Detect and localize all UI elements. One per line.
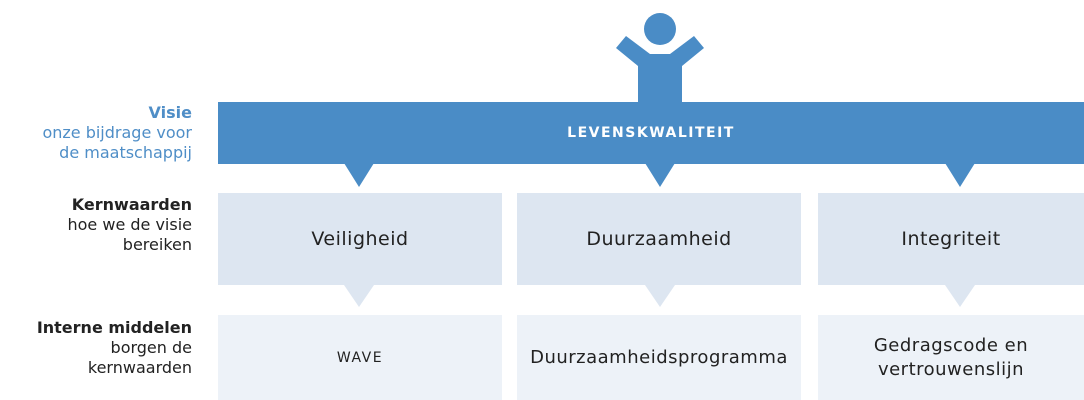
middelen-label: Interne middelen borgen de kernwaarden bbox=[37, 318, 192, 378]
arrow-to-duurzaamheid bbox=[645, 163, 675, 187]
visie-subtitle-line1: onze bijdrage voor bbox=[42, 123, 192, 142]
means-box-duurzaamheidsprogramma: Duurzaamheidsprogramma bbox=[517, 315, 801, 400]
value-box-integriteit: Integriteit bbox=[818, 193, 1084, 285]
middelen-title: Interne middelen bbox=[36, 318, 192, 337]
connector-veiligheid bbox=[344, 285, 374, 307]
visie-title: Visie bbox=[148, 103, 192, 122]
kernwaarden-subtitle-line2: bereiken bbox=[122, 235, 192, 254]
means-label: Duurzaamheidsprogramma bbox=[530, 346, 788, 368]
visie-label: Visie onze bijdrage voor de maatschappij bbox=[42, 103, 192, 163]
kernwaarden-subtitle-line1: hoe we de visie bbox=[67, 215, 193, 234]
value-label: Integriteit bbox=[901, 228, 1001, 250]
kernwaarden-title: Kernwaarden bbox=[71, 195, 192, 214]
person-arms-raised-icon bbox=[616, 13, 704, 104]
kernwaarden-label: Kernwaarden hoe we de visie bereiken bbox=[68, 195, 193, 255]
value-label: Duurzaamheid bbox=[586, 228, 732, 250]
value-box-duurzaamheid: Duurzaamheid bbox=[517, 193, 801, 285]
middelen-subtitle-line1: borgen de bbox=[110, 338, 192, 357]
arrow-to-integriteit bbox=[945, 163, 975, 187]
visie-banner: LEVENSKWALITEIT bbox=[218, 102, 1084, 164]
connector-duurzaamheid bbox=[645, 285, 675, 307]
middelen-subtitle-line2: kernwaarden bbox=[87, 358, 192, 377]
value-box-veiligheid: Veiligheid bbox=[218, 193, 502, 285]
means-box-gedragscode: Gedragscode en vertrouwenslijn bbox=[818, 315, 1084, 400]
means-label-line2: vertrouwenslijn bbox=[877, 358, 1025, 380]
means-label: WAVE bbox=[336, 349, 384, 366]
banner-text: LEVENSKWALITEIT bbox=[567, 125, 735, 141]
means-label-line1: Gedragscode en bbox=[873, 334, 1029, 356]
arrow-to-veiligheid bbox=[344, 163, 374, 187]
means-box-wave: WAVE bbox=[218, 315, 502, 400]
visie-subtitle-line2: de maatschappij bbox=[59, 143, 192, 162]
connector-integriteit bbox=[945, 285, 975, 307]
value-label: Veiligheid bbox=[311, 228, 409, 250]
